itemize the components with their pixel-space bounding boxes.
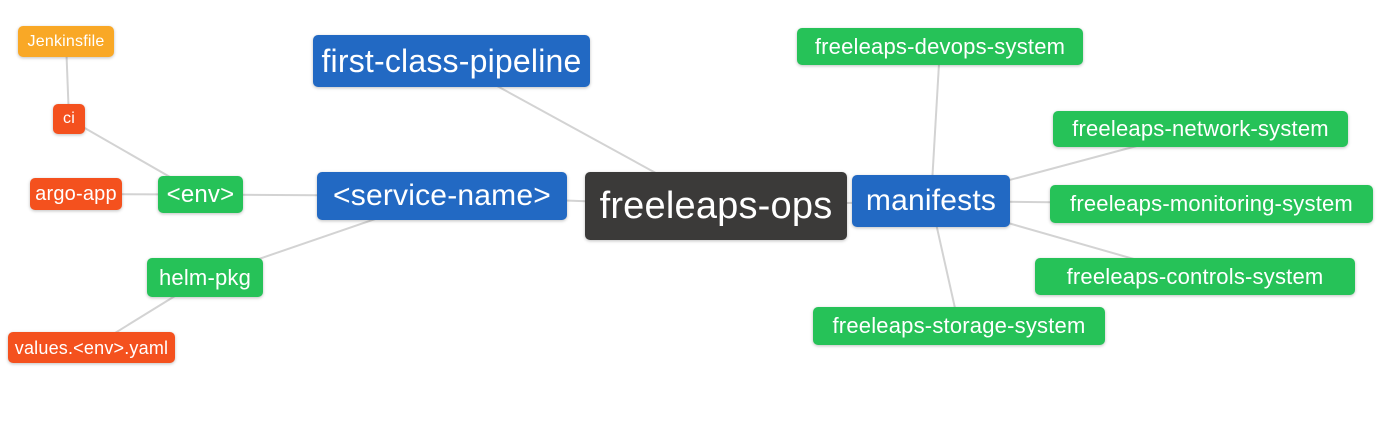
node-label: argo-app: [35, 183, 117, 205]
node-label: freeleaps-devops-system: [814, 33, 1066, 59]
node-manifests[interactable]: manifests: [852, 175, 1010, 227]
node-env[interactable]: <env>: [158, 176, 243, 213]
node-freeleaps-storage-system[interactable]: freeleaps-storage-system: [813, 307, 1105, 345]
node-jenkinsfile[interactable]: Jenkinsfile: [18, 26, 114, 57]
node-label: freeleaps-monitoring-system: [1070, 191, 1353, 216]
node-freeleaps-controls-system[interactable]: freeleaps-controls-system: [1035, 258, 1355, 295]
node-label: helm-pkg: [158, 264, 252, 290]
node-label: <env>: [166, 180, 235, 208]
node-freeleaps-monitoring-system[interactable]: freeleaps-monitoring-system: [1050, 185, 1373, 223]
node-values-env-yaml[interactable]: values.<env>.yaml: [8, 332, 175, 363]
node-label: values.<env>.yaml: [14, 337, 169, 358]
node-label: manifests: [865, 184, 997, 217]
node-argo-app[interactable]: argo-app: [30, 178, 122, 210]
node-freeleaps-devops-system[interactable]: freeleaps-devops-system: [797, 28, 1083, 65]
node-helm-pkg[interactable]: helm-pkg: [147, 258, 263, 297]
node-label: ci: [63, 110, 75, 127]
node-label: freeleaps-network-system: [1072, 116, 1329, 141]
node-first-class-pipeline[interactable]: first-class-pipeline: [313, 35, 590, 87]
node-ci[interactable]: ci: [53, 104, 85, 134]
node-freeleaps-network-system[interactable]: freeleaps-network-system: [1053, 111, 1348, 147]
node-service-name[interactable]: <service-name>: [317, 172, 567, 220]
node-label: first-class-pipeline: [321, 43, 582, 79]
node-label: freeleaps-storage-system: [832, 313, 1086, 338]
node-label: <service-name>: [333, 179, 551, 212]
node-label: freeleaps-ops: [599, 185, 833, 227]
node-label: freeleaps-controls-system: [1066, 263, 1324, 289]
node-label: Jenkinsfile: [27, 32, 105, 50]
node-freeleaps-ops[interactable]: freeleaps-ops: [585, 172, 847, 240]
